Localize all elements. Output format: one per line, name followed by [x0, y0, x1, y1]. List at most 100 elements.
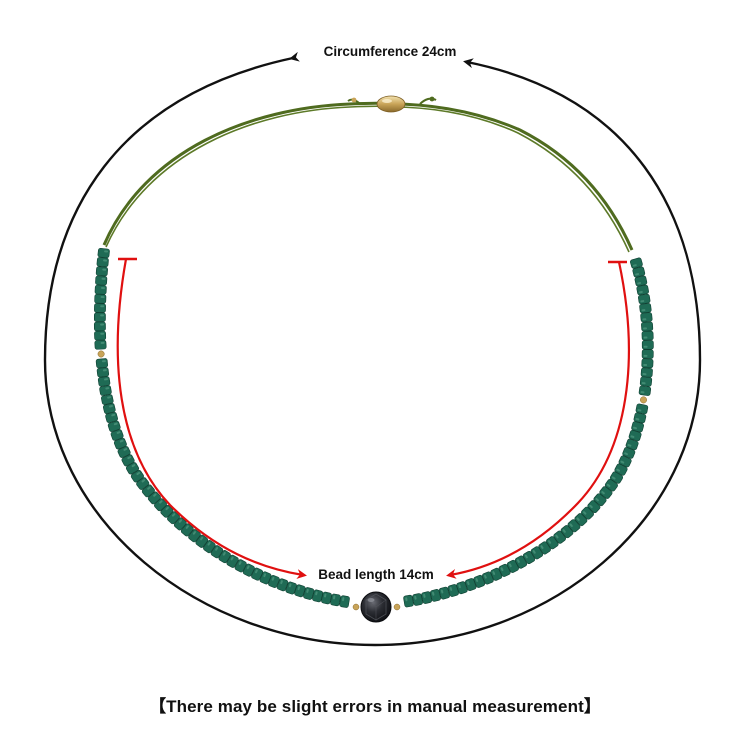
- bead-highlight: [616, 468, 621, 472]
- bead-highlight: [547, 540, 552, 544]
- green-seed-bead: [94, 293, 107, 304]
- bead-highlight: [627, 444, 632, 447]
- bead-highlight: [165, 506, 169, 511]
- circumference-arrow: [43, 51, 702, 647]
- bead-highlight: [119, 439, 124, 443]
- bead-highlight: [562, 529, 566, 533]
- bead-highlight: [215, 547, 219, 551]
- bead-highlight: [449, 586, 453, 591]
- bead-highlight: [540, 545, 544, 549]
- bead-highlight: [635, 273, 640, 276]
- bead-highlight: [200, 536, 204, 541]
- green-seed-bead: [294, 584, 306, 598]
- bead-highlight: [582, 511, 587, 515]
- bead-highlight: [630, 435, 635, 438]
- green-seed-bead: [154, 498, 167, 512]
- bead-length-arrow-left: [116, 257, 307, 579]
- bead-highlight: [105, 387, 110, 390]
- bead-highlight: [532, 550, 536, 554]
- bead-highlight: [222, 551, 226, 556]
- green-seed-bead: [93, 312, 106, 322]
- green-seed-bead: [321, 591, 332, 605]
- bead-highlight: [642, 373, 647, 376]
- bead-highlight: [637, 409, 642, 412]
- green-seed-bead: [259, 571, 272, 585]
- bead-highlight: [642, 318, 647, 321]
- green-seed-bead: [641, 340, 654, 350]
- bead-highlight: [640, 391, 645, 394]
- bead-highlight: [103, 259, 108, 262]
- bead-highlight: [595, 497, 599, 502]
- green-seed-bead: [522, 550, 536, 565]
- green-seed-bead: [538, 541, 551, 555]
- green-seed-bead: [581, 506, 594, 520]
- green-seed-bead: [210, 545, 224, 559]
- bead-highlight: [466, 581, 470, 586]
- green-seed-bead: [188, 529, 201, 543]
- bead-highlight: [414, 595, 417, 600]
- bead-highlight: [102, 369, 107, 372]
- green-seed-bead: [330, 593, 341, 607]
- green-seed-bead: [141, 484, 155, 498]
- green-seed-bead: [96, 257, 109, 268]
- clasp-bead-icon: [376, 95, 406, 113]
- green-seed-bead: [99, 385, 112, 396]
- bead-highlight: [246, 565, 250, 570]
- bead-highlight: [458, 584, 461, 589]
- bead-highlight: [423, 593, 426, 598]
- green-seed-bead: [574, 513, 588, 527]
- green-seed-bead: [276, 578, 289, 592]
- green-seed-bead: [242, 563, 255, 577]
- bead-highlight: [127, 456, 132, 460]
- green-seed-bead: [622, 447, 636, 459]
- green-seed-bead: [567, 519, 581, 533]
- bead-highlight: [431, 591, 435, 596]
- bead-highlight: [306, 588, 309, 593]
- bead-highlight: [297, 586, 301, 591]
- bead-highlight: [315, 591, 318, 596]
- bead-highlight: [637, 282, 642, 285]
- green-seed-bead: [560, 525, 574, 539]
- bead-highlight: [104, 250, 109, 253]
- bead-highlight: [500, 567, 504, 572]
- green-seed-bead: [94, 284, 107, 295]
- green-seed-bead: [268, 575, 280, 588]
- green-seed-bead: [96, 367, 110, 378]
- green-seed-bead: [633, 412, 647, 424]
- bead-highlight: [153, 493, 157, 497]
- green-seed-bead: [285, 581, 297, 595]
- green-seed-bead: [94, 303, 106, 313]
- bead-highlight: [484, 574, 487, 579]
- bead-highlight: [113, 422, 118, 426]
- green-seed-bead: [641, 358, 654, 369]
- bead-highlight: [230, 556, 234, 561]
- bead-highlight: [263, 573, 267, 578]
- bead-highlight: [524, 554, 528, 559]
- green-seed-bead: [635, 403, 649, 415]
- green-seed-bead: [95, 266, 108, 277]
- bead-highlight: [569, 523, 573, 527]
- bead-highlight: [100, 341, 105, 344]
- bead-highlight: [620, 460, 625, 464]
- bead-highlight: [508, 563, 512, 568]
- bead-highlight: [643, 363, 648, 367]
- bead-highlight: [492, 571, 496, 575]
- bead-highlight: [102, 268, 107, 271]
- bead-highlight: [555, 534, 559, 539]
- bead-highlight: [641, 309, 646, 312]
- bead-highlight: [100, 305, 105, 308]
- green-seed-bead: [234, 559, 247, 573]
- green-seed-bead: [593, 493, 607, 507]
- bead-highlight: [643, 345, 648, 348]
- green-seed-bead: [641, 330, 654, 341]
- green-seed-bead: [403, 594, 414, 608]
- bead-highlight: [440, 589, 444, 594]
- bead-highlight: [101, 277, 106, 280]
- green-seed-bead: [97, 247, 110, 259]
- bead-highlight: [638, 290, 643, 294]
- bead-highlight: [109, 404, 113, 408]
- bead-highlight: [640, 300, 645, 303]
- bead-highlight: [254, 569, 258, 574]
- bead-highlight: [342, 597, 345, 602]
